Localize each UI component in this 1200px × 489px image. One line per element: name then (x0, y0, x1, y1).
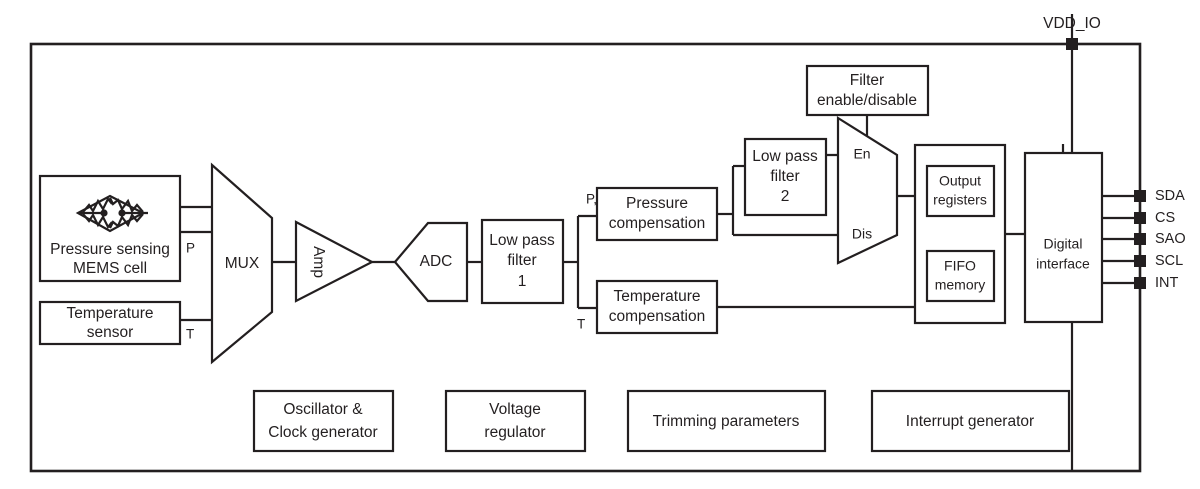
pin-label-cs: CS (1155, 210, 1175, 226)
signal-label-p: P (186, 241, 195, 256)
pin-group: SDA CS SAO SCL INT (1102, 188, 1186, 291)
block-low-pass-filter-1 (480, 218, 565, 305)
oscillator-label-line1: Oscillator & (283, 401, 363, 418)
filter-enable-label-line2: enable/disable (817, 92, 917, 109)
digital-interface-label-line1: Digital (1044, 236, 1083, 252)
voltage-regulator-label-line2: regulator (484, 424, 545, 441)
interrupt-generator-label: Interrupt generator (906, 413, 1034, 430)
mems-cell-label-line2: MEMS cell (73, 260, 147, 277)
filter-enable-label-line1: Filter (850, 72, 884, 89)
pin-label-int: INT (1155, 275, 1179, 291)
block-temperature-sensor (38, 300, 182, 346)
fifo-memory-label-line2: memory (935, 277, 986, 293)
block-interrupt-generator (870, 389, 1071, 453)
lpf2-label-line2: filter (770, 168, 799, 185)
adc-label: ADC (420, 253, 453, 270)
block-filter-mux (836, 116, 899, 265)
pin-pad-int (1134, 277, 1146, 289)
block-oscillator-clock-generator (252, 389, 395, 453)
oscillator-label-line2: Clock generator (268, 424, 377, 441)
mems-cell-label-line1: Pressure sensing (50, 241, 170, 258)
filter-mux-en-label: En (853, 146, 870, 162)
lpf1-label-line1: Low pass (489, 232, 555, 249)
signal-label-t-lower: T (577, 317, 585, 332)
lpf2-label-line3: 2 (781, 188, 790, 205)
block-trimming-parameters (626, 389, 827, 453)
voltage-regulator-label-line1: Voltage (489, 401, 541, 418)
fifo-memory-label-line1: FIFO (944, 258, 976, 274)
pin-label-sao: SAO (1155, 231, 1186, 247)
pressure-comp-label-line1: Pressure (626, 195, 688, 212)
mux-label: MUX (225, 255, 260, 272)
temperature-sensor-label-line1: Temperature (66, 305, 153, 322)
pin-pad-cs (1134, 212, 1146, 224)
pin-pad-sao (1134, 233, 1146, 245)
vdd-io-label: VDD_IO (1043, 15, 1101, 32)
block-pressure-compensation (595, 186, 719, 242)
block-fifo-memory (925, 249, 996, 303)
lpf2-label-line1: Low pass (752, 148, 818, 165)
block-mems-cell (38, 174, 182, 283)
signal-label-t: T (186, 327, 194, 342)
pin-label-scl: SCL (1155, 253, 1183, 269)
pressure-comp-label-line2: compensation (609, 215, 706, 232)
block-voltage-regulator (444, 389, 587, 453)
pin-pad-scl (1134, 255, 1146, 267)
temperature-comp-label-line2: compensation (609, 308, 706, 325)
filter-mux-dis-label: Dis (852, 226, 872, 242)
lpf1-label-line3: 1 (518, 273, 527, 290)
block-mux (210, 162, 274, 365)
block-output-registers (925, 164, 996, 218)
trimming-parameters-label: Trimming parameters (653, 413, 800, 430)
output-registers-label-line1: Output (939, 173, 981, 189)
lpf1-label-line2: filter (507, 252, 536, 269)
output-registers-label-line2: registers (933, 192, 987, 208)
temperature-sensor-label-line2: sensor (87, 324, 134, 341)
block-low-pass-filter-2 (743, 137, 828, 217)
block-digital-interface (1023, 151, 1104, 324)
pin-label-sda: SDA (1155, 188, 1185, 204)
temperature-comp-label-line1: Temperature (613, 288, 700, 305)
wheatstone-bridge-icon (75, 194, 148, 233)
amp-label: Amp (310, 246, 327, 278)
digital-interface-label-line2: interface (1036, 256, 1090, 272)
pin-pad-sda (1134, 190, 1146, 202)
